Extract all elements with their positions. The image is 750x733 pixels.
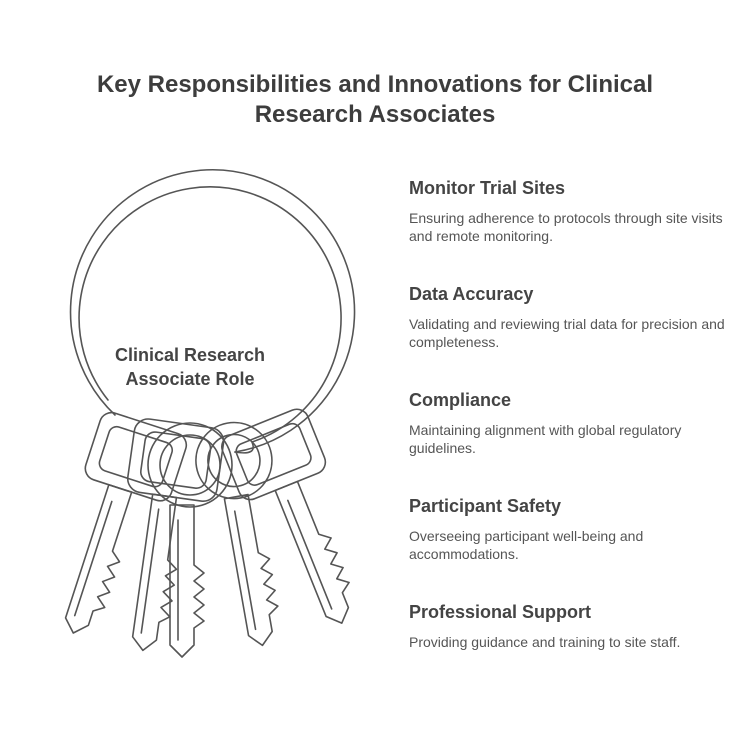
item-title: Compliance [409,390,512,410]
key-4 [195,421,279,647]
key-ring-icon [64,169,356,658]
ring-outer [69,169,356,453]
item-description: Validating and reviewing trial data for … [409,316,725,350]
title-line-1: Key Responsibilities and Innovations for… [96,71,654,98]
item-description: Ensuring adherence to protocols through … [409,210,723,244]
item-description: Overseeing participant well-being and ac… [409,528,644,562]
item-participant-safety: Participant Safety Overseeing participan… [409,495,729,563]
ring-inner [78,186,342,443]
center-label: Clinical Research Associate Role [80,343,300,391]
item-data-accuracy: Data Accuracy Validating and reviewing t… [409,283,729,351]
item-title: Monitor Trial Sites [409,178,566,198]
item-monitor-trial-sites: Monitor Trial Sites Ensuring adherence t… [409,177,729,245]
item-compliance: Compliance Maintaining alignment with gl… [409,389,729,457]
item-description: Maintaining alignment with global regula… [409,422,682,456]
center-label-line-1: Clinical Research [114,345,266,365]
item-title: Data Accuracy [409,284,534,304]
item-description: Providing guidance and training to site … [409,634,681,650]
item-title: Participant Safety [409,496,562,516]
key-5 [221,408,350,624]
item-title: Professional Support [409,602,592,622]
ring-end [234,441,254,454]
key-3 [147,422,233,658]
item-professional-support: Professional Support Providing guidance … [409,601,729,651]
center-label-line-2: Associate Role [125,369,255,389]
key-1 [64,411,188,634]
title-line-2: Research Associates [254,101,496,128]
key-2 [126,418,225,652]
page-title: Key Responsibilities and Innovations for… [0,70,750,130]
